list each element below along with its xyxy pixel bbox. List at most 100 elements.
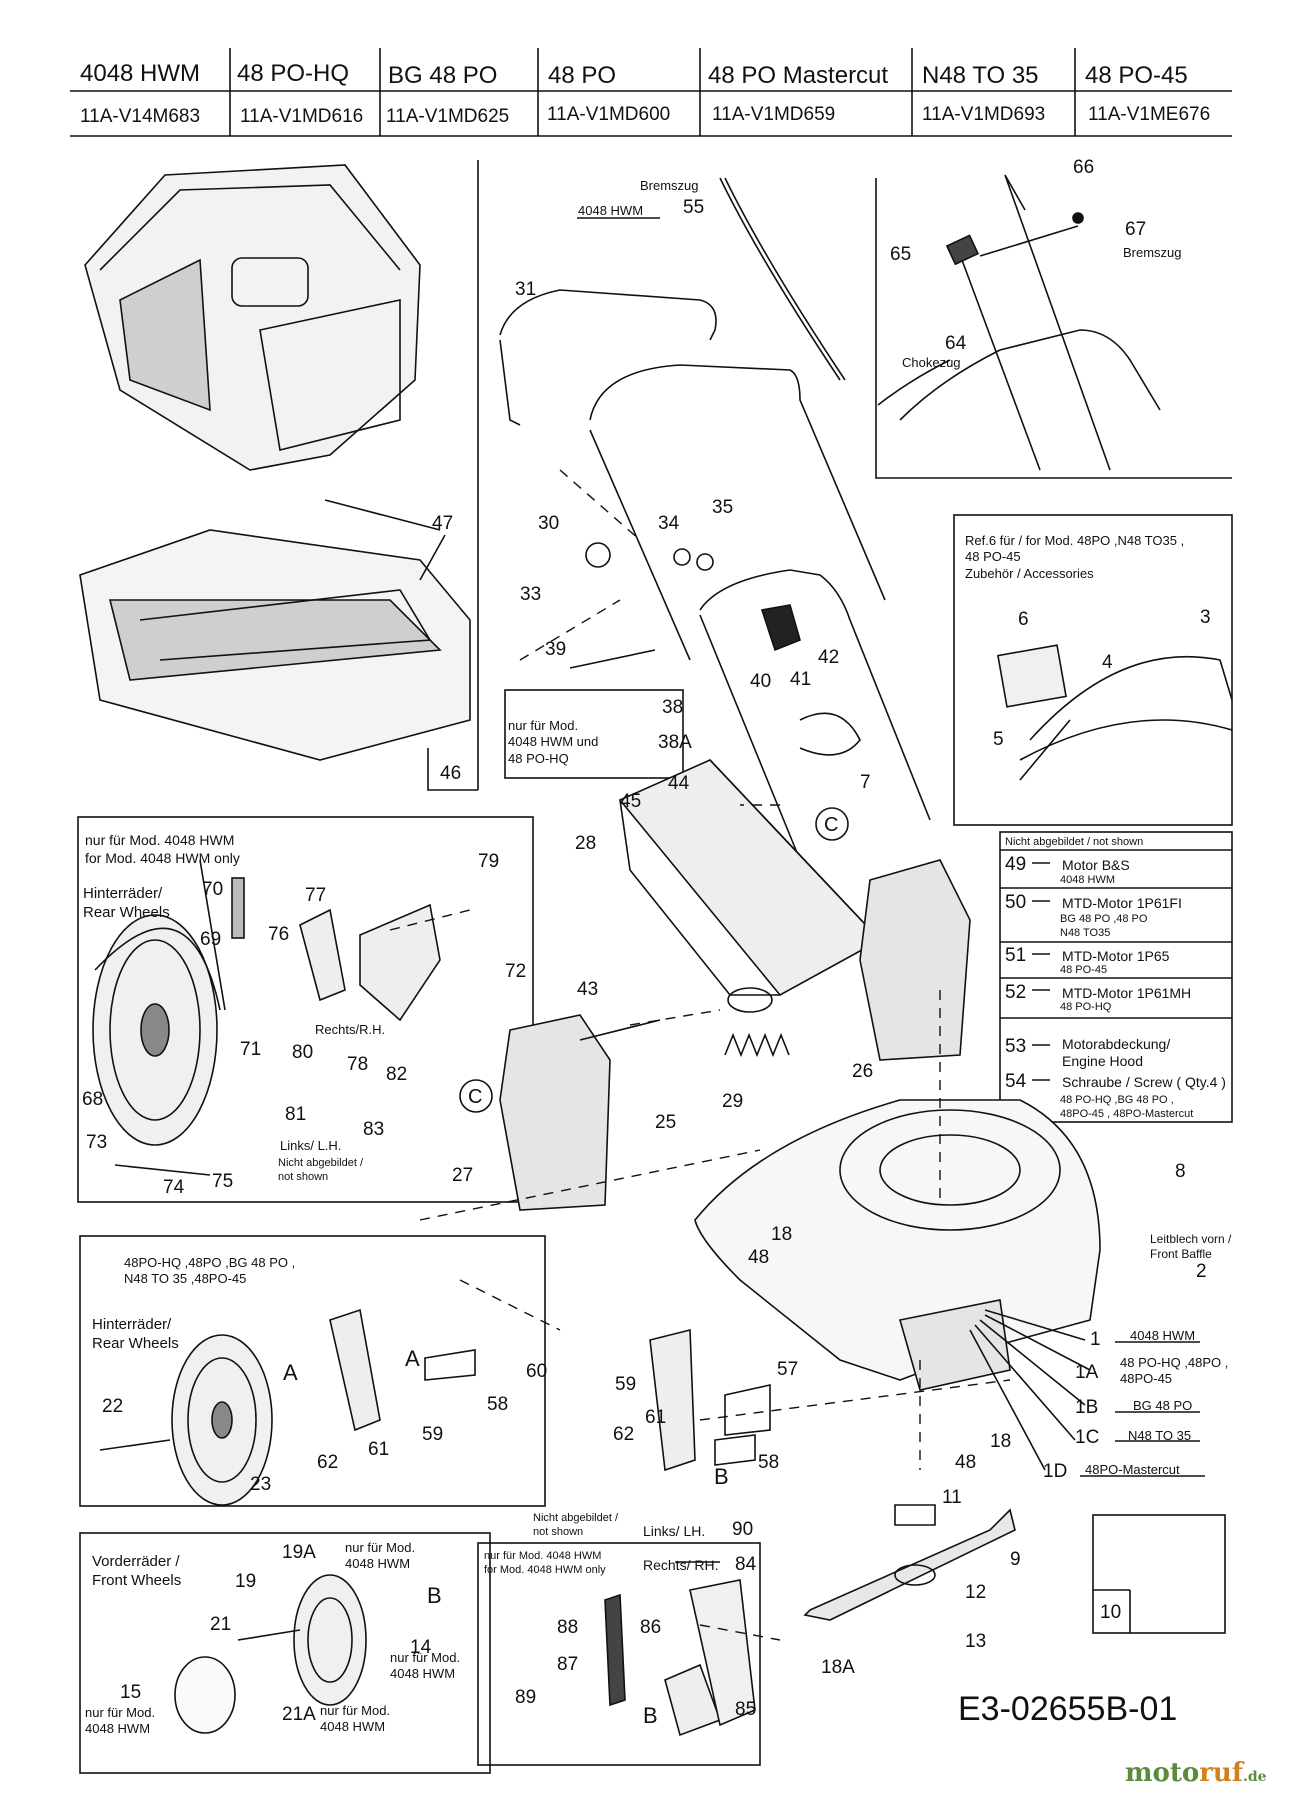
model-code: 11A-V1MD600 <box>547 104 671 125</box>
part-number: 25 <box>655 1112 677 1133</box>
part-number: 66 <box>1073 157 1095 178</box>
part-number: 80 <box>292 1042 314 1063</box>
part-number: 1D <box>1043 1461 1068 1482</box>
part-number: 71 <box>240 1039 262 1060</box>
part-number: 38 <box>662 697 684 718</box>
part-number: 33 <box>520 584 542 605</box>
part-number: 5 <box>993 729 1004 750</box>
part-number: 7 <box>860 772 871 793</box>
note-38A: nur für Mod. 4048 HWM und 48 PO-HQ <box>508 718 599 766</box>
brake-cable-label: Bremszug <box>1123 245 1182 260</box>
part-number: 14 <box>410 1637 432 1658</box>
part-number: 48 <box>955 1452 977 1473</box>
diagram-code: E3-02655B-01 <box>958 1690 1178 1728</box>
part-number: 58 <box>487 1394 509 1415</box>
site-logo: motoruf.de <box>1125 1758 1267 1788</box>
legend-row: 54 Schraube / Screw ( Qty.4 ) <box>1005 1071 1226 1092</box>
part-number: 30 <box>538 513 560 534</box>
not-shown-note: Nicht abgebildet / not shown <box>278 1157 363 1183</box>
part-number: 75 <box>212 1171 234 1192</box>
blade-model: 48PO-Mastercut <box>1085 1462 1180 1477</box>
part-number: 27 <box>452 1165 474 1186</box>
part-number: 73 <box>86 1132 108 1153</box>
section-marker-c: C <box>824 814 839 836</box>
part-number: 1B <box>1075 1397 1099 1418</box>
part-number: 61 <box>368 1439 390 1460</box>
part-number: 21A <box>282 1704 316 1725</box>
part-number: 65 <box>890 244 912 265</box>
part-number: 18 <box>990 1431 1012 1452</box>
ref6-accessories-note: Ref.6 für / for Mod. 48PO ,N48 TO35 , 48… <box>965 533 1185 581</box>
right-hand-label: Rechts/R.H. <box>315 1022 386 1037</box>
choke-cable-label: Chokezug <box>902 355 961 370</box>
part-number: 59 <box>615 1374 637 1395</box>
part-number: 26 <box>852 1061 874 1082</box>
model-name: BG 48 PO <box>388 62 498 89</box>
part-number: 85 <box>735 1699 757 1720</box>
part-number: 46 <box>440 763 462 784</box>
rear-wheels-heading: Hinterräder/ Rear Wheels <box>83 885 170 921</box>
part-number: 39 <box>545 639 567 660</box>
part-number: 31 <box>515 279 537 300</box>
part-number: 15 <box>120 1682 142 1703</box>
part-number: 86 <box>640 1617 662 1638</box>
part-number: 29 <box>722 1091 744 1112</box>
model-code: 11A-V1MD693 <box>922 104 1046 125</box>
blade-model: N48 TO 35 <box>1128 1428 1192 1443</box>
part-number: 19A <box>282 1542 316 1563</box>
model-name: 48 PO-HQ <box>237 60 350 87</box>
part-number: 57 <box>777 1359 799 1380</box>
part-number: 81 <box>285 1104 307 1125</box>
part-number: 64 <box>945 333 967 354</box>
part-number: 45 <box>620 791 642 812</box>
part-number: 1A <box>1075 1362 1099 1383</box>
hwm-only-note: nur für Mod. 4048 HWM for Mod. 4048 HWM … <box>484 1550 606 1576</box>
part-number: 1 <box>1090 1329 1101 1350</box>
legend-title: Nicht abgebildet / not shown <box>1005 836 1144 848</box>
section-marker-b: B <box>643 1703 658 1728</box>
part-number: 42 <box>818 647 840 668</box>
brake-cable-label: Bremszug <box>640 178 699 193</box>
section-marker-b: B <box>714 1464 729 1489</box>
part-number: 68 <box>82 1089 104 1110</box>
section-marker-a: A <box>405 1346 420 1371</box>
hwm-only-note: nur für Mod. 4048 HWM for Mod. 4048 HWM … <box>85 832 240 866</box>
part-number: 6 <box>1018 609 1029 630</box>
part-number: 41 <box>790 669 812 690</box>
brake-cable-model: 4048 HWM <box>578 203 644 218</box>
part-number: 22 <box>102 1396 124 1417</box>
legend-row: 53 Motorabdeckung/ Engine Hood <box>1005 1036 1171 1069</box>
part-number: 34 <box>658 513 680 534</box>
model-code: 11A-V1MD616 <box>240 106 364 127</box>
part-number: 18 <box>771 1224 793 1245</box>
part-number: 74 <box>163 1177 185 1198</box>
part-number: 21 <box>210 1614 232 1635</box>
model-name: 4048 HWM <box>80 60 201 87</box>
blade-model: BG 48 PO <box>1133 1398 1193 1413</box>
part-number: 62 <box>317 1452 339 1473</box>
part-number: 18A <box>821 1657 855 1678</box>
part-number: 88 <box>557 1617 579 1638</box>
blade-model: 48 PO-HQ ,48PO , 48PO-45 <box>1120 1355 1229 1386</box>
part-number: 60 <box>526 1361 548 1382</box>
model-name: 48 PO-45 <box>1085 62 1188 89</box>
right-hand-label: Rechts/ RH. <box>643 1557 719 1573</box>
part-number: 1C <box>1075 1427 1100 1448</box>
model-name: 48 PO <box>548 62 617 89</box>
model-code: 11A-V1ME676 <box>1088 104 1211 125</box>
part-number: 40 <box>750 671 772 692</box>
part-number: 10 <box>1100 1602 1122 1623</box>
legend-row: 52 MTD-Motor 1P61MH <box>1005 982 1192 1003</box>
note-21A: nur für Mod. 4048 HWM <box>320 1703 391 1735</box>
model-code: 11A-V14M683 <box>80 106 201 127</box>
part-number: 55 <box>683 197 705 218</box>
rear-wheels-heading: Hinterräder/ Rear Wheels <box>92 1316 179 1352</box>
section-marker-b: B <box>427 1583 442 1608</box>
part-number: 23 <box>250 1474 272 1495</box>
part-number: 59 <box>422 1424 444 1445</box>
part-number: 67 <box>1125 219 1147 240</box>
front-wheels-heading: Vorderräder / Front Wheels <box>92 1553 182 1589</box>
part-number: 79 <box>478 851 500 872</box>
left-hand-label: Links/ LH. <box>643 1523 706 1539</box>
section-marker-a: A <box>283 1360 298 1385</box>
